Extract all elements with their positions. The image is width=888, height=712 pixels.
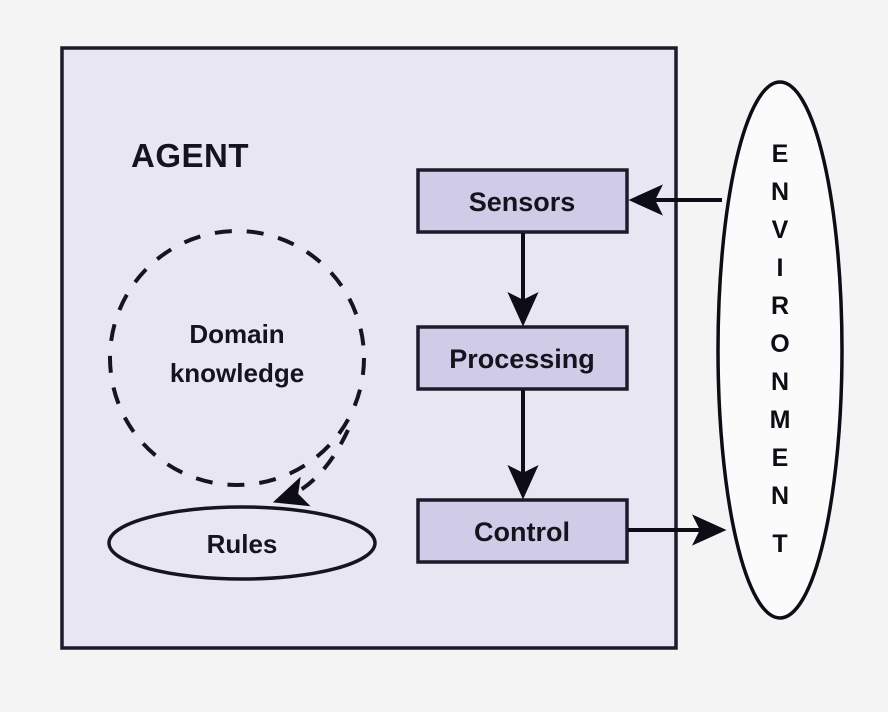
environment-label-stack: E N V I R O N M E N T [770,140,791,558]
rules-label: Rules [207,529,278,559]
domain-knowledge-label-line2: knowledge [170,358,304,388]
environment-letter: I [777,254,784,282]
sensors-label: Sensors [469,187,576,217]
environment-letter: N [771,368,789,396]
control-label: Control [474,517,570,547]
knowledge-to-rules-arrow [272,429,350,507]
environment-letter: V [772,216,789,244]
environment-letter: T [772,530,787,558]
environment-ellipse[interactable] [716,80,844,620]
processing-label: Processing [449,344,595,374]
environment-letter: M [770,406,791,434]
sensors-box[interactable] [416,168,629,234]
control-box[interactable] [416,498,629,564]
domain-knowledge-label-line1: Domain [189,319,284,349]
processing-box[interactable] [416,325,629,391]
agent-title: AGENT [131,137,249,174]
domain-knowledge-circle [108,229,366,487]
environment-letter: O [770,330,789,358]
rules-ellipse [107,505,377,581]
environment-letter: E [772,444,789,472]
environment-letter: N [771,178,789,206]
environment-letter: R [771,292,789,320]
environment-letter: N [771,482,789,510]
environment-letter: E [772,140,789,168]
